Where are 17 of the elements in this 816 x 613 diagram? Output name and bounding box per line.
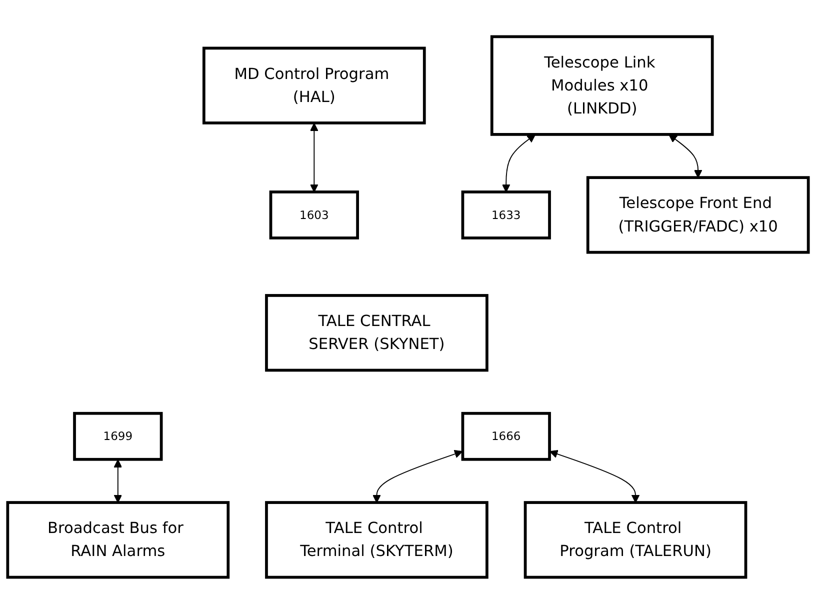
- arrow: [114, 458, 122, 502]
- arrow: [502, 134, 536, 192]
- node-box: TALE Control Terminal (SKYTERM): [265, 500, 488, 578]
- arrow: [668, 134, 702, 178]
- node-box: Broadcast Bus for RAIN Alarms: [6, 500, 230, 578]
- node-box: Telescope Link Modules x10 (LINKDD): [490, 34, 714, 136]
- node-box: TALE CENTRAL SERVER (SKYNET): [265, 294, 488, 372]
- node-box: 1666: [461, 411, 551, 460]
- node-box: 1699: [73, 411, 163, 460]
- arrow: [550, 449, 640, 502]
- arrow: [310, 122, 318, 192]
- node-box: 1603: [269, 190, 359, 239]
- node-box: MD Control Program (HAL): [202, 46, 426, 124]
- node-box: Telescope Front End (TRIGGER/FADC) x10: [586, 176, 810, 254]
- node-box: 1633: [461, 190, 551, 239]
- arrow: [372, 449, 463, 502]
- node-box: TALE Control Program (TALERUN): [524, 500, 748, 578]
